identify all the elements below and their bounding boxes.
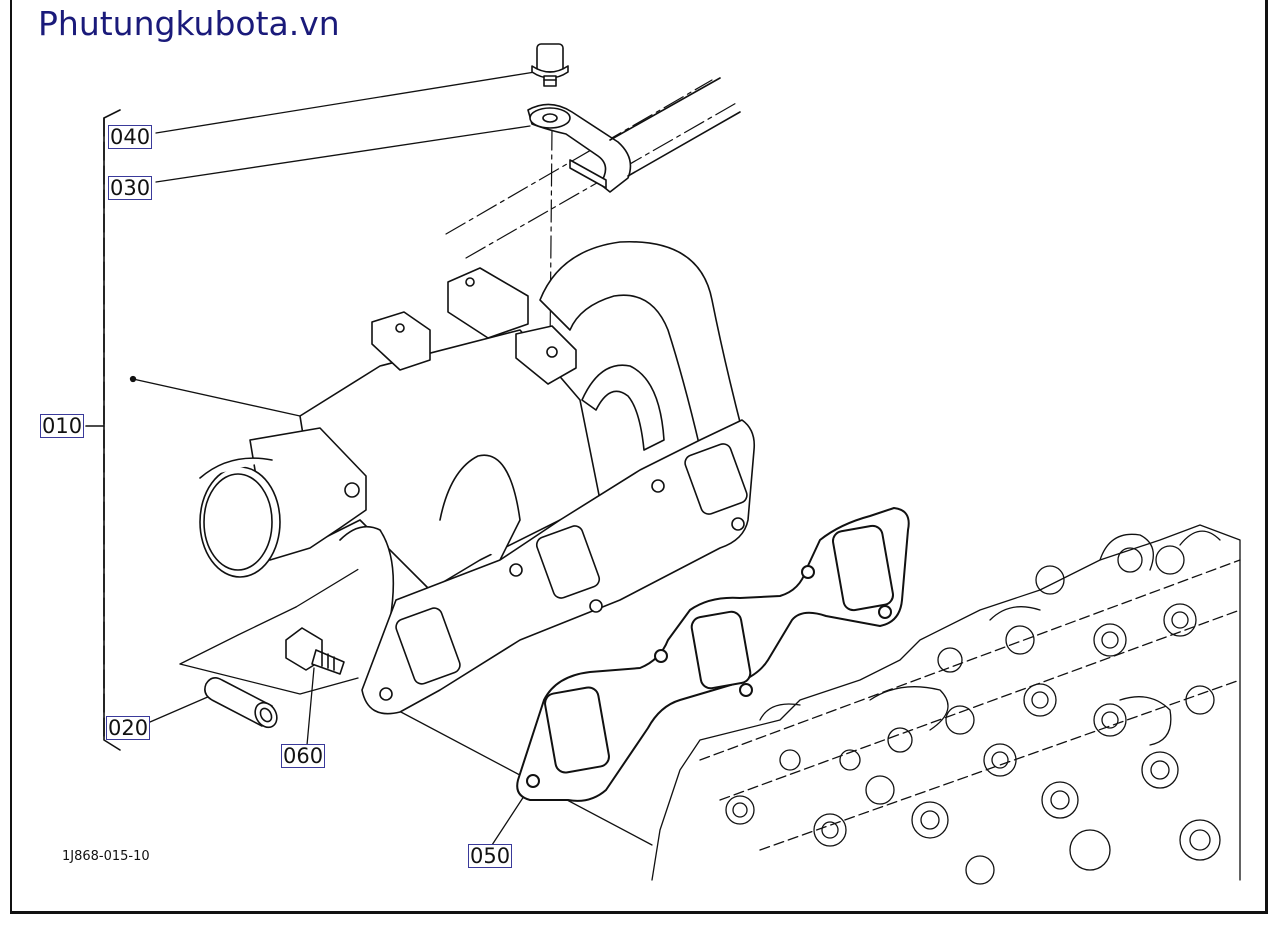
part-label-050[interactable]: 050 <box>468 844 513 868</box>
gasket-050-shape <box>516 507 910 802</box>
part-label-040[interactable]: 040 <box>108 125 153 149</box>
part-label-060[interactable]: 060 <box>281 744 326 768</box>
stud-060-shape <box>285 627 345 675</box>
drawing-frame <box>10 0 1268 914</box>
pipe-020-shape <box>204 676 278 729</box>
part-label-030[interactable]: 030 <box>108 176 153 200</box>
cylinder-head-shape <box>651 524 1241 885</box>
part-label-010[interactable]: 010 <box>40 414 85 438</box>
clamp-030-shape <box>527 77 741 193</box>
drawing-code: 1J868-015-10 <box>62 849 150 864</box>
manifold-010-shape <box>199 240 756 715</box>
part-label-020[interactable]: 020 <box>106 716 151 740</box>
bolt-040-shape <box>531 43 569 87</box>
assembly-bracket <box>85 109 121 751</box>
watermark: Phutungkubota.vn <box>38 4 340 43</box>
